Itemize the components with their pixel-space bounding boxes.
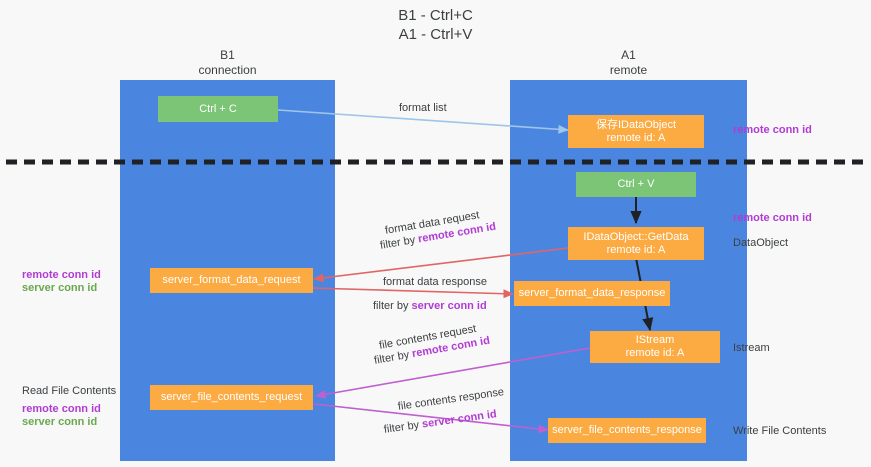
box-istream-line2: remote id: A bbox=[625, 347, 685, 359]
box-istream-line1: IStream bbox=[635, 334, 675, 346]
side-label-write-file-contents: Write File Contents bbox=[733, 425, 827, 437]
filter-by-text-2: filter by bbox=[373, 300, 412, 312]
column-a1-role: remote bbox=[609, 63, 648, 77]
box-server-file-contents-response[interactable]: server_file_contents_response bbox=[548, 418, 706, 443]
arrow-file-contents-request bbox=[315, 347, 591, 399]
format-data-response-text: format data response bbox=[383, 276, 487, 288]
server-conn-id-text-2: server conn id bbox=[411, 300, 487, 312]
side-label-read-file-contents: Read File Contents bbox=[22, 385, 117, 397]
side-label-left2-remote-conn-id: remote conn id bbox=[22, 403, 101, 415]
column-header-a1: A1 remote bbox=[510, 48, 747, 78]
arrow-format-list bbox=[277, 109, 569, 134]
box-server-file-contents-request-label: server_file_contents_request bbox=[160, 391, 303, 403]
side-label-remote-conn-id-mid: remote conn id bbox=[733, 212, 812, 224]
box-save-idataobject[interactable]: 保存IDataObject remote id: A bbox=[568, 115, 704, 148]
title-line-2: A1 - Ctrl+V bbox=[398, 26, 473, 43]
box-ctrl-v[interactable]: Ctrl + V bbox=[576, 172, 696, 197]
box-server-format-data-response[interactable]: server_format_data_response bbox=[514, 281, 670, 306]
edge-label-format-data-response: format data response bbox=[383, 275, 487, 289]
side-label-dataobject: DataObject bbox=[733, 237, 789, 249]
side-label-left2-server-conn-id: server conn id bbox=[22, 416, 98, 428]
box-server-format-data-response-label: server_format_data_response bbox=[518, 287, 666, 299]
edge-label-format-data-response-filter: filter by server conn id bbox=[373, 299, 487, 313]
box-server-format-data-request[interactable]: server_format_data_request bbox=[150, 268, 313, 293]
page-title: B1 - Ctrl+C A1 - Ctrl+V bbox=[0, 6, 871, 44]
title-line-1: B1 - Ctrl+C bbox=[398, 7, 473, 24]
arrow-file-contents-response bbox=[313, 403, 549, 434]
box-idataobject-getdata[interactable]: IDataObject::GetData remote id: A bbox=[568, 227, 704, 260]
arrow-format-data-response bbox=[311, 287, 514, 299]
column-a1-name: A1 bbox=[621, 48, 636, 62]
box-getdata-line1: IDataObject::GetData bbox=[583, 230, 689, 243]
box-getdata-line2: remote id: A bbox=[606, 243, 666, 256]
box-server-format-data-request-label: server_format_data_request bbox=[162, 274, 301, 286]
box-server-file-contents-request[interactable]: server_file_contents_request bbox=[150, 385, 313, 410]
side-label-left-server-conn-id: server conn id bbox=[22, 282, 98, 294]
side-label-remote-conn-id-top: remote conn id bbox=[733, 124, 812, 136]
box-server-file-contents-response-label: server_file_contents_response bbox=[552, 424, 702, 436]
box-save-idataobject-line2: remote id: A bbox=[606, 131, 666, 144]
side-label-left-remote-conn-id: remote conn id bbox=[22, 269, 101, 281]
column-b1-name: B1 bbox=[220, 48, 235, 62]
edge-label-format-list: format list bbox=[399, 102, 447, 114]
column-header-b1: B1 connection bbox=[120, 48, 335, 78]
box-ctrl-c-label: Ctrl + C bbox=[199, 102, 237, 115]
side-label-istream: Istream bbox=[733, 342, 770, 354]
column-b1-role: connection bbox=[198, 63, 257, 77]
box-save-idataobject-line1: 保存IDataObject bbox=[595, 118, 677, 131]
arrow-format-data-request bbox=[313, 247, 569, 283]
box-ctrl-v-label: Ctrl + V bbox=[617, 178, 655, 190]
box-ctrl-c[interactable]: Ctrl + C bbox=[158, 96, 278, 122]
box-istream[interactable]: IStream remote id: A bbox=[590, 331, 720, 363]
